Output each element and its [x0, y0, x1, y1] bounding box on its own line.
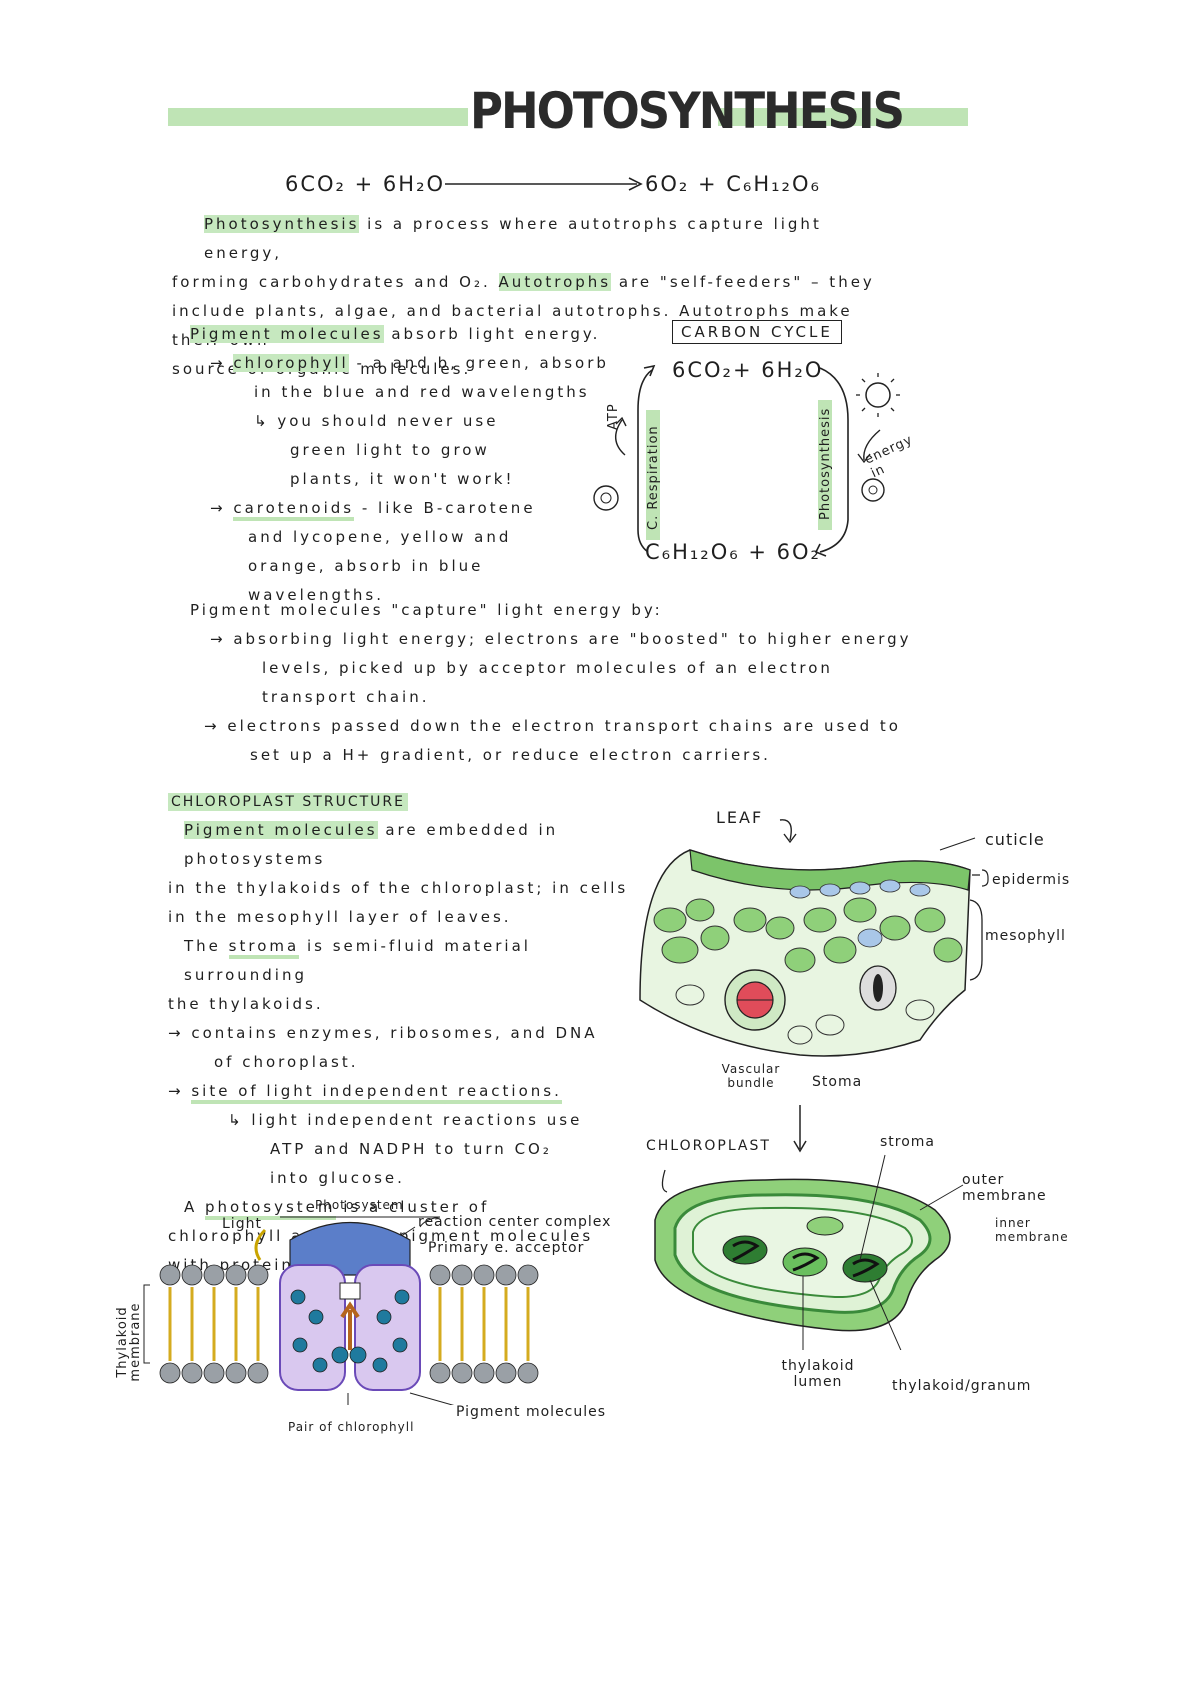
carbon-cycle-diagram: [593, 364, 900, 557]
label-mesophyll: mesophyll: [985, 928, 1066, 944]
carotenoids-line3: orange, absorb in blue: [248, 557, 484, 575]
note-line2: green light to grow: [290, 441, 490, 459]
label-pigment-molecules: Pigment molecules: [456, 1404, 607, 1420]
equation-arrow: [445, 177, 643, 191]
cs-l6: contains enzymes, ribosomes, and DNA: [191, 1024, 598, 1042]
intro-line1: is a process where autotrophs capture li…: [204, 215, 822, 262]
cs-l12b: is a cluster of: [335, 1198, 490, 1216]
down-arrow: [793, 1105, 807, 1153]
label-thylakoid-membrane: Thylakoid membrane: [115, 1302, 143, 1382]
cs-l8b: independent reactions.: [314, 1082, 562, 1104]
label-thylakoid-lumen: thylakoid lumen: [781, 1358, 855, 1390]
term-autotrophs: Autotrophs: [498, 273, 612, 291]
chloroplast-title: CHLOROPLAST: [646, 1138, 771, 1154]
pigments-heading: absorb light energy.: [383, 325, 601, 343]
label-inner-membrane: inner membrane: [995, 1216, 1069, 1244]
cs-l11: into glucose.: [270, 1169, 405, 1187]
term-chlorophyll: chlorophyll: [233, 354, 349, 372]
title-highlight-left: [168, 108, 468, 126]
term-photosynthesis: Photosynthesis: [204, 215, 360, 233]
equation-right: 6O₂ + C₆H₁₂O₆: [645, 172, 821, 196]
equation-left: 6CO₂ + 6H₂O: [285, 172, 446, 196]
cs-l10: ATP and NADPH to turn CO₂: [270, 1140, 552, 1158]
cs-l4b: is semi-fluid material surrounding: [184, 937, 531, 984]
term-photosystem: photosystem: [205, 1198, 336, 1220]
carbon-cycle-title: CARBON CYCLE: [672, 320, 842, 344]
term-carotenoids: carotenoids: [233, 499, 355, 521]
cs-l3: in the mesophyll layer of leaves.: [168, 908, 512, 926]
cs-l7: of choroplast.: [214, 1053, 359, 1071]
term-stroma: stroma: [228, 937, 300, 959]
cs-l12a: A: [184, 1198, 206, 1216]
label-cuticle: cuticle: [985, 830, 1045, 849]
photosystem-diagram: [143, 1216, 539, 1405]
label-stoma: Stoma: [812, 1074, 863, 1090]
term-pigment-molecules-2: Pigment molecules: [184, 821, 378, 839]
cs-l5: the thylakoids.: [168, 995, 324, 1013]
leaf-title: LEAF: [716, 808, 764, 827]
intro-line2b: are "self-feeders" – they: [611, 273, 875, 291]
label-pair-chlorophyll: Pair of chlorophyll: [288, 1420, 415, 1434]
chloroplast-text: Pigment molecules are embedded in photos…: [168, 816, 648, 1280]
intro-line2a: forming carbohydrates and O₂.: [172, 273, 499, 291]
leaf-cross-section: [639, 819, 989, 1057]
chlorophyll-line: - a and b, green, absorb: [348, 354, 609, 372]
capture-p1-l1: absorbing light energy; electrons are "b…: [233, 630, 912, 648]
carotenoids-line: - like B-carotene: [354, 499, 536, 517]
cs-l2: in the thylakoids of the chloroplast; in…: [168, 879, 629, 897]
chloroplast-heading: CHLOROPLAST STRUCTURE: [168, 793, 408, 811]
label-vascular: Vascular bundle: [721, 1062, 781, 1090]
chloroplast-diagram: [654, 1154, 964, 1350]
label-stroma: stroma: [880, 1134, 936, 1150]
chlorophyll-line2: in the blue and red wavelengths: [254, 383, 590, 401]
cs-l1: are embedded in photosystems: [184, 821, 559, 868]
label-primary-acceptor: Primary e. acceptor: [428, 1240, 585, 1256]
capture-p2-l2: set up a H+ gradient, or reduce electron…: [250, 746, 771, 764]
pigments-section: Pigment molecules absorb light energy. →…: [190, 320, 640, 610]
carotenoids-line2: and lycopene, yellow and: [248, 528, 512, 546]
intro-paragraph: Photosynthesis is a process where autotr…: [172, 210, 892, 384]
term-pigment-molecules: Pigment molecules: [190, 325, 384, 343]
capture-p2-l1: electrons passed down the electron trans…: [227, 717, 901, 735]
capture-p1-l3: transport chain.: [262, 688, 430, 706]
label-outer-membrane: outer membrane: [962, 1172, 1047, 1204]
carbon-cycle-bottom: C₆H₁₂O₆ + 6O₂: [645, 540, 821, 564]
carbon-cycle-top: 6CO₂+ 6H₂O: [672, 358, 824, 382]
cs-l4a: The: [184, 937, 229, 955]
label-photosynthesis: Photosynthesis: [818, 407, 833, 520]
label-epidermis: epidermis: [992, 872, 1071, 888]
capture-p1-l2: levels, picked up by acceptor molecules …: [262, 659, 833, 677]
label-reaction-center: reaction center complex: [418, 1214, 612, 1230]
label-light: Light: [222, 1216, 262, 1232]
label-thylakoid-granum: thylakoid/granum: [892, 1378, 1032, 1394]
label-photosystem: Photosystem: [315, 1198, 404, 1212]
label-respiration: C. Respiration: [646, 425, 661, 530]
carotenoids-line4: wavelengths.: [248, 586, 384, 604]
title-highlight-right: [718, 108, 968, 126]
page-title: PHOTOSYNTHESIS: [470, 82, 905, 140]
capture-heading: Pigment molecules "capture" light energy…: [190, 601, 663, 619]
cs-l9: light independent reactions use: [251, 1111, 583, 1129]
note-line3: plants, it won't work!: [290, 470, 515, 488]
note-line1: you should never use: [277, 412, 499, 430]
label-atp: ATP: [606, 403, 621, 430]
capture-section: Pigment molecules "capture" light energy…: [190, 596, 950, 770]
cs-l8a: site of light: [191, 1082, 315, 1104]
